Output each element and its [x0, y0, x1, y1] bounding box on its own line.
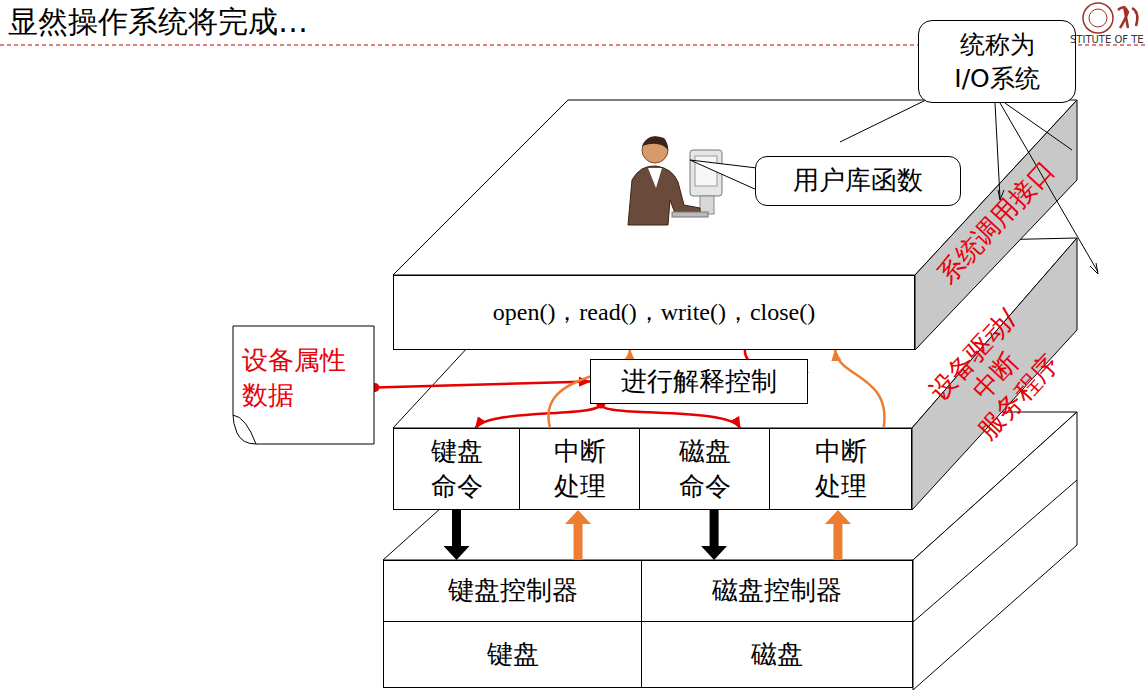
flow-arrow	[375, 382, 590, 388]
command-box: 键盘 命令	[393, 428, 520, 510]
node-text: 统称为 I/O系统	[954, 28, 1039, 96]
controller-box: 磁盘控制器	[642, 560, 913, 622]
node-text: 设备属性 数据	[242, 343, 346, 413]
process-box: 进行解释控制	[590, 359, 808, 404]
command-box: 磁盘 命令	[640, 428, 770, 510]
interrupt-box: 中断 处理	[770, 428, 912, 510]
logo	[1083, 3, 1137, 33]
bottom-slab	[383, 412, 1077, 690]
speech-tail	[690, 160, 757, 190]
node-text: 键盘	[487, 637, 539, 672]
user-illustration	[628, 136, 722, 225]
block-arrow	[710, 510, 719, 546]
node-text: 键盘控制器	[448, 573, 578, 608]
flow-arrow	[601, 404, 740, 428]
device-box: 磁盘	[642, 622, 913, 688]
interrupt-box: 中断 处理	[520, 428, 640, 510]
top-slab	[393, 100, 1077, 350]
device-box: 键盘	[383, 622, 642, 688]
syscall-face: open()，read()，write()，close()	[393, 275, 915, 350]
node-text: 磁盘 命令	[679, 434, 731, 504]
block-arrow	[833, 524, 842, 560]
node-text: 中断 处理	[554, 434, 606, 504]
node-text: 磁盘控制器	[712, 573, 842, 608]
callout-box: 统称为 I/O系统	[918, 20, 1076, 103]
callout-box: 用户库函数	[755, 156, 961, 206]
block-arrow	[574, 524, 583, 560]
node-text: 中断 处理	[815, 434, 867, 504]
node-text: 磁盘	[751, 637, 803, 672]
slide-title: 显然操作系统将完成…	[8, 2, 308, 43]
flow-arrow	[835, 350, 884, 428]
block-arrow	[452, 510, 461, 546]
node-text: open()，read()，write()，close()	[493, 296, 816, 328]
document-shape: 设备属性 数据	[232, 325, 375, 445]
logo-text: STITUTE OF TE	[1070, 34, 1144, 45]
controller-box: 键盘控制器	[383, 560, 642, 622]
node-text: 键盘 命令	[431, 434, 483, 504]
flow-arrow	[476, 404, 601, 428]
node-text: 用户库函数	[793, 163, 923, 198]
node-text: 进行解释控制	[621, 364, 777, 399]
